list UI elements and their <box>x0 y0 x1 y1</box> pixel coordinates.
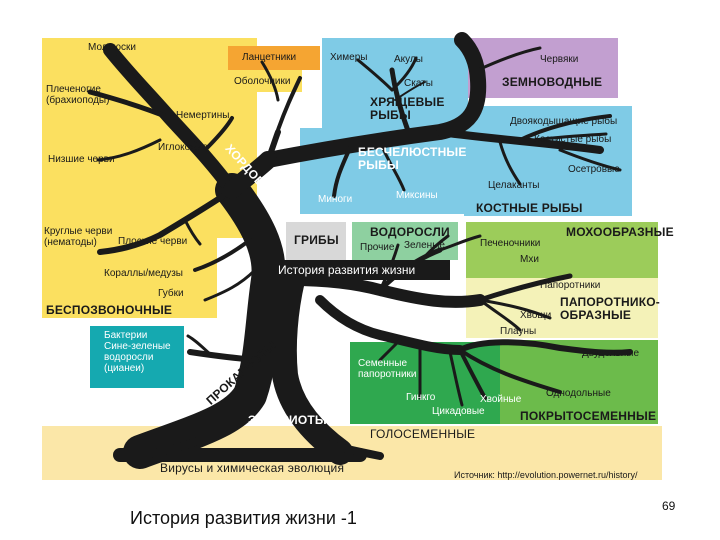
invertebrates-region <box>42 38 217 318</box>
label-sturgeons: Осетровые <box>568 164 620 175</box>
label-nemerteans: Немертины <box>176 110 230 121</box>
label-dicots: Двудольные <box>582 348 640 359</box>
label-rays: Скаты <box>404 78 433 89</box>
tunicates-region <box>228 70 302 92</box>
label-ferns-sp: Папоротники <box>540 280 601 291</box>
label-corals: Кораллы/медузы <box>104 268 183 279</box>
label-lungfish: Двоякодышащие рыбы <box>510 116 618 127</box>
label-bony-fish: КОСТНЫЕ РЫБЫ <box>476 201 583 215</box>
label-seed-ferns: Семенные папоротники <box>358 358 417 380</box>
amphibians-region <box>468 38 618 98</box>
label-green: Зеленые <box>404 240 445 251</box>
label-mosses-sp: Мхи <box>520 254 539 265</box>
slide-title: История развития жизни -1 <box>130 508 357 528</box>
label-amphibians: ЗЕМНОВОДНЫЕ <box>502 75 603 89</box>
label-fungi: ГРИБЫ <box>294 233 339 247</box>
label-tunicates: Оболочники <box>234 76 291 87</box>
label-cycads: Цикадовые <box>432 406 485 417</box>
label-brachiopods: Плеченогие (брахиоподы) <box>46 84 110 106</box>
label-lancelets: Ланцетники <box>242 52 297 63</box>
fungi-region <box>286 222 346 260</box>
label-sponges: Губки <box>158 288 184 299</box>
mosses-region <box>466 222 658 278</box>
label-coelacanths: Целаканты <box>488 180 540 191</box>
prokaryotes-region <box>90 326 184 388</box>
lancelets-region <box>228 46 320 70</box>
label-chimaeras: Химеры <box>330 52 368 63</box>
label-mosses: МОХООБРАЗНЫЕ <box>566 225 674 239</box>
label-monocots: Однодольные <box>546 388 611 399</box>
label-clubmosses: Плауны <box>500 326 537 337</box>
label-ginkgo: Гинкго <box>406 392 436 403</box>
label-algae: ВОДОРОСЛИ <box>370 225 450 239</box>
label-spiny-skinned: Иглокожие <box>158 142 208 153</box>
label-angiosperms: ПОКРЫТОСЕМЕННЫЕ <box>520 409 657 423</box>
page-number: 69 <box>662 499 676 513</box>
label-bony-fish-sp: Костистые рыбы <box>534 134 612 145</box>
label-flatworms: Плоские черви <box>118 236 188 247</box>
diagram-banner: История развития жизни <box>274 260 450 280</box>
label-conifers: Хвойные <box>480 394 522 405</box>
label-hagfish: Миксины <box>396 190 438 201</box>
ferns-region <box>466 278 658 338</box>
label-cartilaginous: ХРЯЩЕВЫЕ РЫБЫ <box>370 95 445 122</box>
label-invertebrates: БЕСПОЗВОНОЧНЫЕ <box>46 303 173 317</box>
label-ferns: ПАПОРОТНИКО- ОБРАЗНЫЕ <box>560 295 660 322</box>
label-bacteria: Бактерии Сине-зеленые водоросли (цианеи) <box>104 330 171 374</box>
label-sharks: Акулы <box>394 54 423 65</box>
bony-fish-region <box>464 106 632 216</box>
label-other: Прочие <box>360 242 395 253</box>
label-jawless: БЕСЧЕЛЮСТНЫЕ РЫБЫ <box>358 145 467 172</box>
label-eukaryotes: ЭУКАРИОТЫ <box>248 413 327 427</box>
label-roundworms: Круглые черви (нематоды) <box>44 226 113 248</box>
label-gymnosperms: ГОЛОСЕМЕННЫЕ <box>370 427 476 441</box>
label-horsetails: Хвощи <box>520 310 552 321</box>
label-source: Источник: http://evolution.powernet.ru/h… <box>454 470 638 480</box>
label-mollusks: Моллюски <box>88 42 136 53</box>
label-liverworts: Печеночники <box>480 238 541 249</box>
label-worms: Червяки <box>540 54 579 65</box>
label-lampreys: Миноги <box>318 194 353 205</box>
label-lower-worms: Низшие черви <box>48 154 115 165</box>
label-viruses: Вирусы и химическая эволюция <box>160 461 345 475</box>
